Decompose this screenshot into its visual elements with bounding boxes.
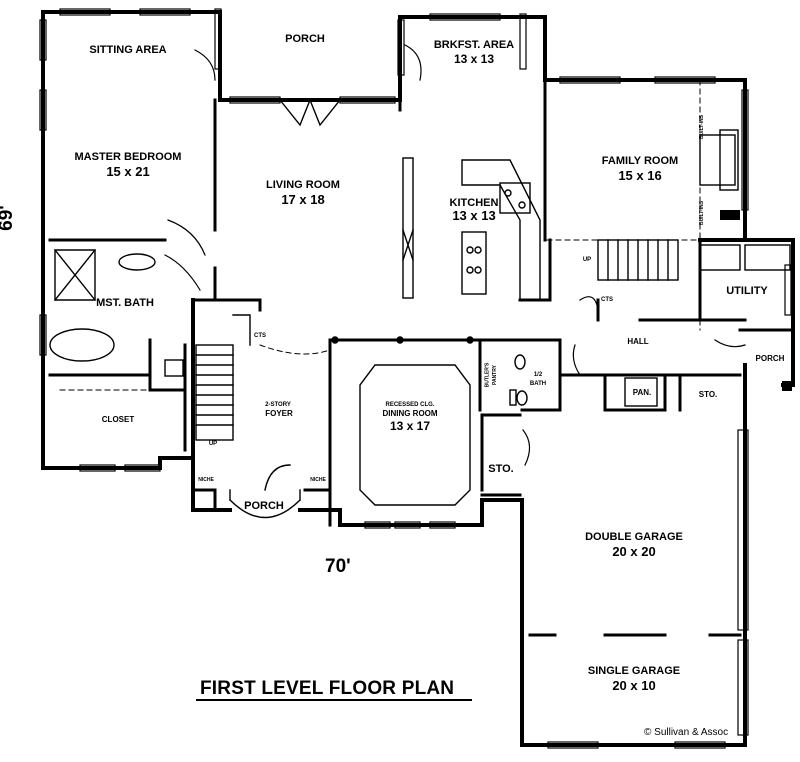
front-porch-label: PORCH <box>244 500 284 512</box>
double-garage-label: DOUBLE GARAGE <box>585 531 683 543</box>
width-dimension: 70' <box>325 556 351 577</box>
master-bedroom-label: MASTER BEDROOM <box>74 151 182 163</box>
hall-label: HALL <box>627 337 649 346</box>
breakfast-area-size: 13 x 13 <box>453 52 495 66</box>
dining-note: RECESSED CLG. <box>385 402 435 408</box>
storage-right-label: STO. <box>698 390 718 399</box>
up-left-label: UP <box>208 441 218 447</box>
depth-dimension: 69' <box>0 205 17 231</box>
door-swings <box>164 44 746 466</box>
double-garage-size: 20 x 20 <box>612 544 656 559</box>
dining-room-label: DINING ROOM <box>382 409 438 418</box>
butlers-pantry-line2: PANTRY <box>492 365 498 385</box>
single-garage-size: 20 x 10 <box>612 678 656 693</box>
side-porch-label: PORCH <box>755 354 785 363</box>
rear-porch-label: PORCH <box>285 33 325 45</box>
kitchen-size: 13 x 13 <box>452 208 496 223</box>
fixtures <box>49 98 791 637</box>
plan-title: FIRST LEVEL FLOOR PLAN <box>200 678 455 699</box>
foyer-label-line2: FOYER <box>265 409 293 418</box>
living-room-label: LIVING ROOM <box>266 179 340 191</box>
utility-label: UTILITY <box>726 285 768 297</box>
exterior-walls <box>41 10 795 747</box>
built-ins-top-label: BUILT-INS <box>699 114 706 140</box>
sitting-area-label: SITTING AREA <box>89 44 167 56</box>
single-garage-label: SINGLE GARAGE <box>587 665 681 677</box>
built-ins-bottom-label: BUILT-INS <box>699 200 706 226</box>
niche-left-label: NICHE <box>198 477 214 483</box>
pantry-label: PAN. <box>632 388 652 397</box>
family-room-size: 15 x 16 <box>618 168 662 183</box>
dashed-lines <box>59 79 701 526</box>
living-room-size: 17 x 18 <box>281 192 325 207</box>
cts-left-label: CTS <box>254 333 266 339</box>
master-bedroom-size: 15 x 21 <box>106 164 150 179</box>
butlers-pantry-line1: BUTLER'S <box>484 362 491 388</box>
foyer-label-line1: 2-STORY <box>265 402 291 408</box>
title-underline <box>196 699 472 701</box>
dining-room-size: 13 x 17 <box>389 419 431 433</box>
windows <box>39 8 792 749</box>
niche-right-label: NICHE <box>310 477 326 483</box>
kitchen-label: KITCHEN <box>449 197 499 209</box>
copyright-text: © Sullivan & Assoc <box>644 727 729 738</box>
storage-left-label: STO. <box>488 463 514 475</box>
half-bath-line2: BATH <box>529 381 547 387</box>
cts-right-label: CTS <box>601 297 613 303</box>
master-bath-label: MST. BATH <box>96 297 154 309</box>
closet-label: CLOSET <box>101 415 135 424</box>
half-bath-line1: 1/2 <box>533 372 543 378</box>
family-room-label: FAMILY ROOM <box>601 155 679 167</box>
up-right-label: UP <box>582 257 592 263</box>
breakfast-area-label: BRKFST. AREA <box>433 39 515 51</box>
